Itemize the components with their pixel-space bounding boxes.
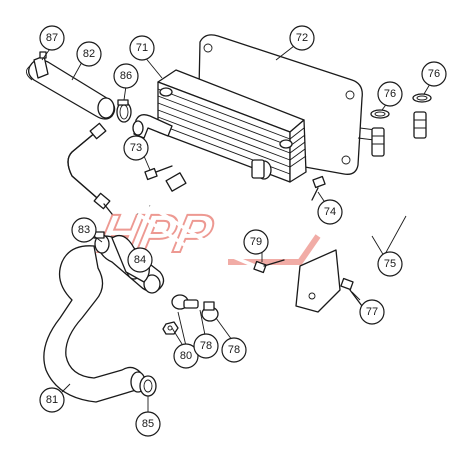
callout-87-label: 87 <box>46 32 58 44</box>
callout-85-label: 85 <box>142 418 154 430</box>
callout-81-label: 81 <box>46 394 58 406</box>
callout-86: 86 <box>113 63 139 89</box>
callout-78-left-label: 78 <box>200 340 212 352</box>
o-ring-76-left <box>370 109 390 119</box>
callout-71: 71 <box>129 35 155 61</box>
oil-cooler-71 <box>157 69 307 183</box>
line-support-bracket <box>295 249 341 313</box>
callout-83-label: 83 <box>78 224 90 236</box>
callout-73-label: 73 <box>130 142 142 154</box>
banjo-fitting-78-right <box>201 301 219 322</box>
callout-75-label: 75 <box>384 258 396 270</box>
callout-71-label: 71 <box>136 42 148 54</box>
clamp-85 <box>139 375 157 397</box>
callout-76-left-label: 76 <box>384 88 396 100</box>
callout-80-label: 80 <box>180 350 192 362</box>
callout-82: 82 <box>76 41 102 67</box>
callout-87: 87 <box>39 25 65 51</box>
callout-76-left: 76 <box>377 81 403 107</box>
callout-77: 77 <box>359 299 385 325</box>
callout-78-left: 78 <box>193 333 219 359</box>
callout-76-right-label: 76 <box>428 68 440 80</box>
clamp-86 <box>116 99 132 123</box>
callout-83: 83 <box>71 217 97 243</box>
cooler-elbow-fitting <box>132 114 173 139</box>
callout-81: 81 <box>39 387 65 413</box>
bolt-73 <box>144 165 173 181</box>
callout-82-label: 82 <box>83 48 95 60</box>
callout-74: 74 <box>317 199 343 225</box>
callout-74-label: 74 <box>324 206 336 218</box>
callout-84-label: 84 <box>134 254 146 266</box>
callout-79: 79 <box>243 229 269 255</box>
bolt-77 <box>340 277 363 307</box>
callout-75: 75 <box>377 251 403 277</box>
callout-76-right: 76 <box>421 61 447 87</box>
pipe-fitting-center <box>165 172 187 192</box>
callout-85: 85 <box>135 411 161 437</box>
callout-84: 84 <box>127 247 153 273</box>
nut-80 <box>162 321 179 335</box>
bolt-79 <box>253 259 285 274</box>
oil-pipe-upper-left <box>67 122 113 215</box>
hose-82 <box>26 59 116 120</box>
o-ring-76-right <box>412 93 432 103</box>
callout-80: 80 <box>173 343 199 369</box>
callout-73: 73 <box>123 135 149 161</box>
callout-78-right-label: 78 <box>228 344 240 356</box>
callout-77-label: 77 <box>366 306 378 318</box>
callout-79-label: 79 <box>250 236 262 248</box>
bolt-74 <box>311 175 326 201</box>
callout-78-right: 78 <box>221 337 247 363</box>
banjo-fitting-78-left <box>171 294 199 310</box>
callout-72-label: 72 <box>296 32 308 44</box>
callout-86-label: 86 <box>120 70 132 82</box>
callout-72: 72 <box>289 25 315 51</box>
